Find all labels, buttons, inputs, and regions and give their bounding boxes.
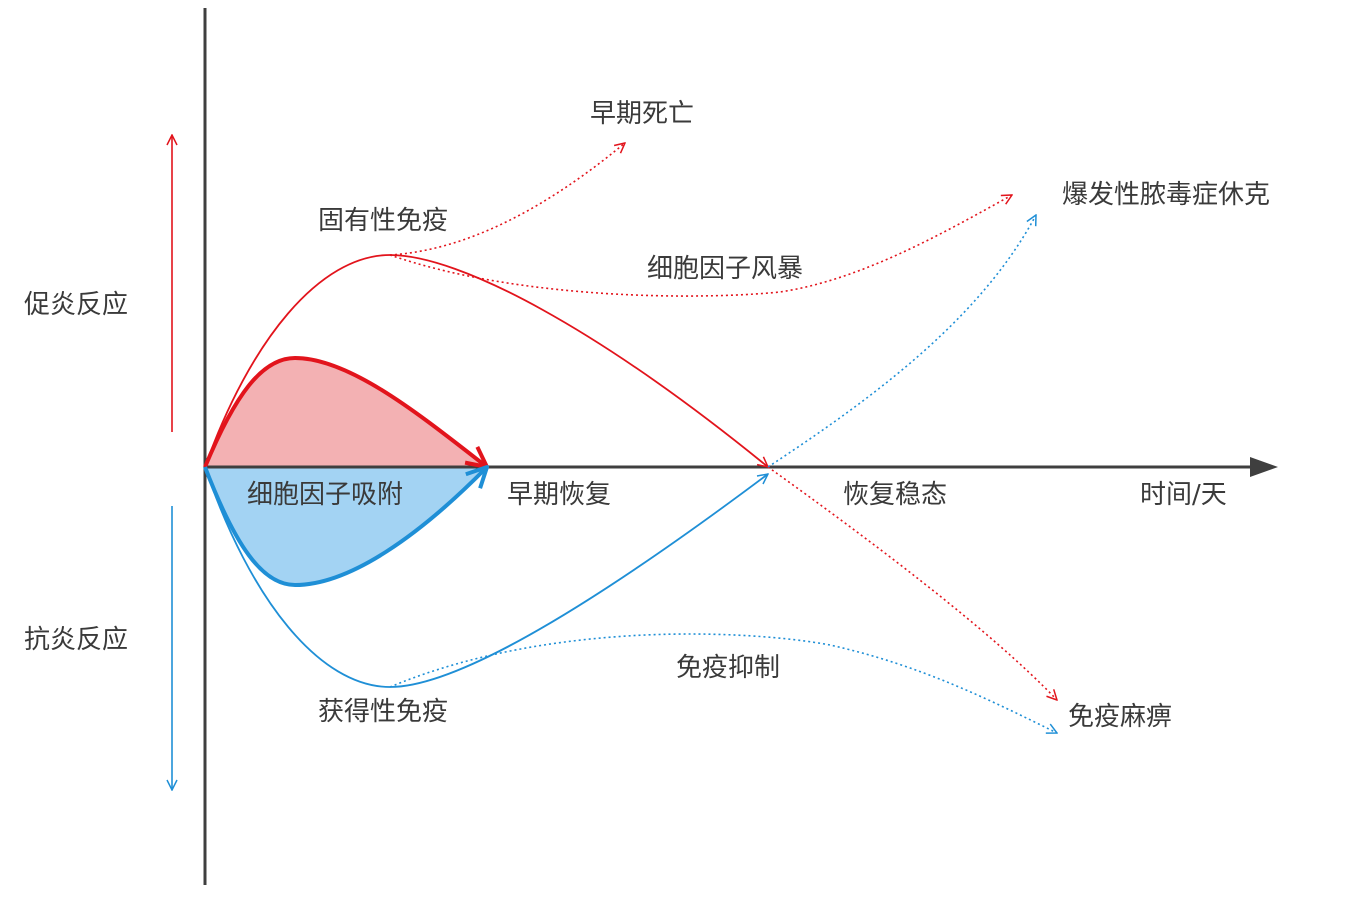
adaptive-immunity-label: 获得性免疫 xyxy=(318,697,448,727)
septic-shock-label: 爆发性脓毒症休克 xyxy=(1062,180,1270,210)
cytokine-storm-dotted-arrow xyxy=(389,195,1012,297)
septic-shock-blue-dotted-arrow xyxy=(767,215,1036,468)
immunosuppression-dotted-arrow xyxy=(389,633,1057,733)
restore-homeostasis-label: 恢复稳态 xyxy=(843,480,947,510)
time-axis-arrowhead xyxy=(1250,457,1278,477)
immune-paralysis-red-dotted-arrow xyxy=(767,466,1057,700)
anti-inflammatory-label: 抗炎反应 xyxy=(24,625,128,655)
pro-inflammatory-adsorption-area xyxy=(205,358,487,467)
anti-inflammatory-adsorption-area xyxy=(205,467,487,585)
cytokine-adsorption-label: 细胞因子吸附 xyxy=(247,480,403,510)
pro-inflammatory-label: 促炎反应 xyxy=(24,290,128,320)
adaptive-immunity-curve xyxy=(204,466,768,688)
cytokine-storm-label: 细胞因子风暴 xyxy=(647,254,803,284)
anti-inflammatory-adsorption-arrow xyxy=(203,467,487,588)
pro-inflammatory-adsorption-arrow xyxy=(203,355,487,467)
time-axis-label: 时间/天 xyxy=(1140,480,1227,510)
early-recovery-label: 早期恢复 xyxy=(507,480,611,510)
early-death-dotted-arrow xyxy=(389,143,625,256)
innate-immunity-label: 固有性免疫 xyxy=(318,206,448,236)
immune-paralysis-label: 免疫麻痹 xyxy=(1068,702,1172,732)
early-death-label: 早期死亡 xyxy=(590,99,694,129)
innate-immunity-curve xyxy=(204,254,768,467)
immunosuppression-label: 免疫抑制 xyxy=(676,653,780,683)
